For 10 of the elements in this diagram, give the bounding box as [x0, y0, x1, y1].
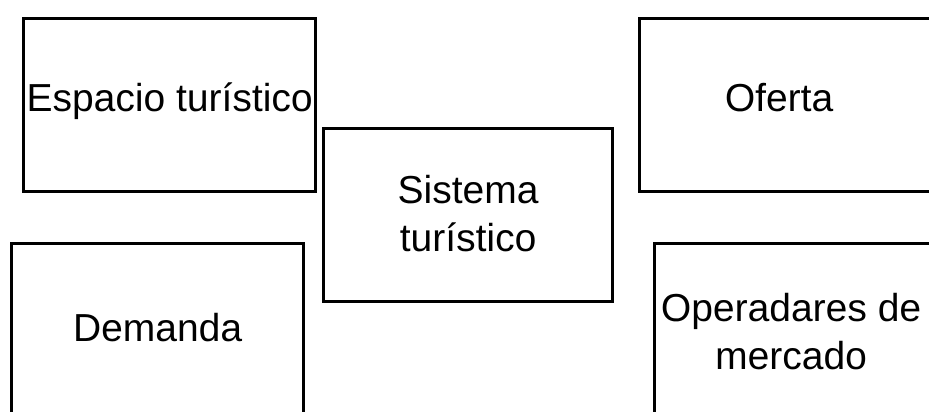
concept-box: [22, 17, 317, 193]
concept-box: [322, 127, 614, 303]
box-label: Sistema turístico: [396, 168, 540, 262]
box-label: Oferta: [724, 76, 834, 122]
concept-box: [10, 242, 305, 412]
box-label: Operadares de mercado: [660, 286, 922, 380]
concept-box: [638, 17, 929, 193]
box-label: Espacio turístico: [26, 76, 313, 122]
box-label: Demanda: [72, 306, 242, 352]
concept-box: [653, 242, 929, 412]
